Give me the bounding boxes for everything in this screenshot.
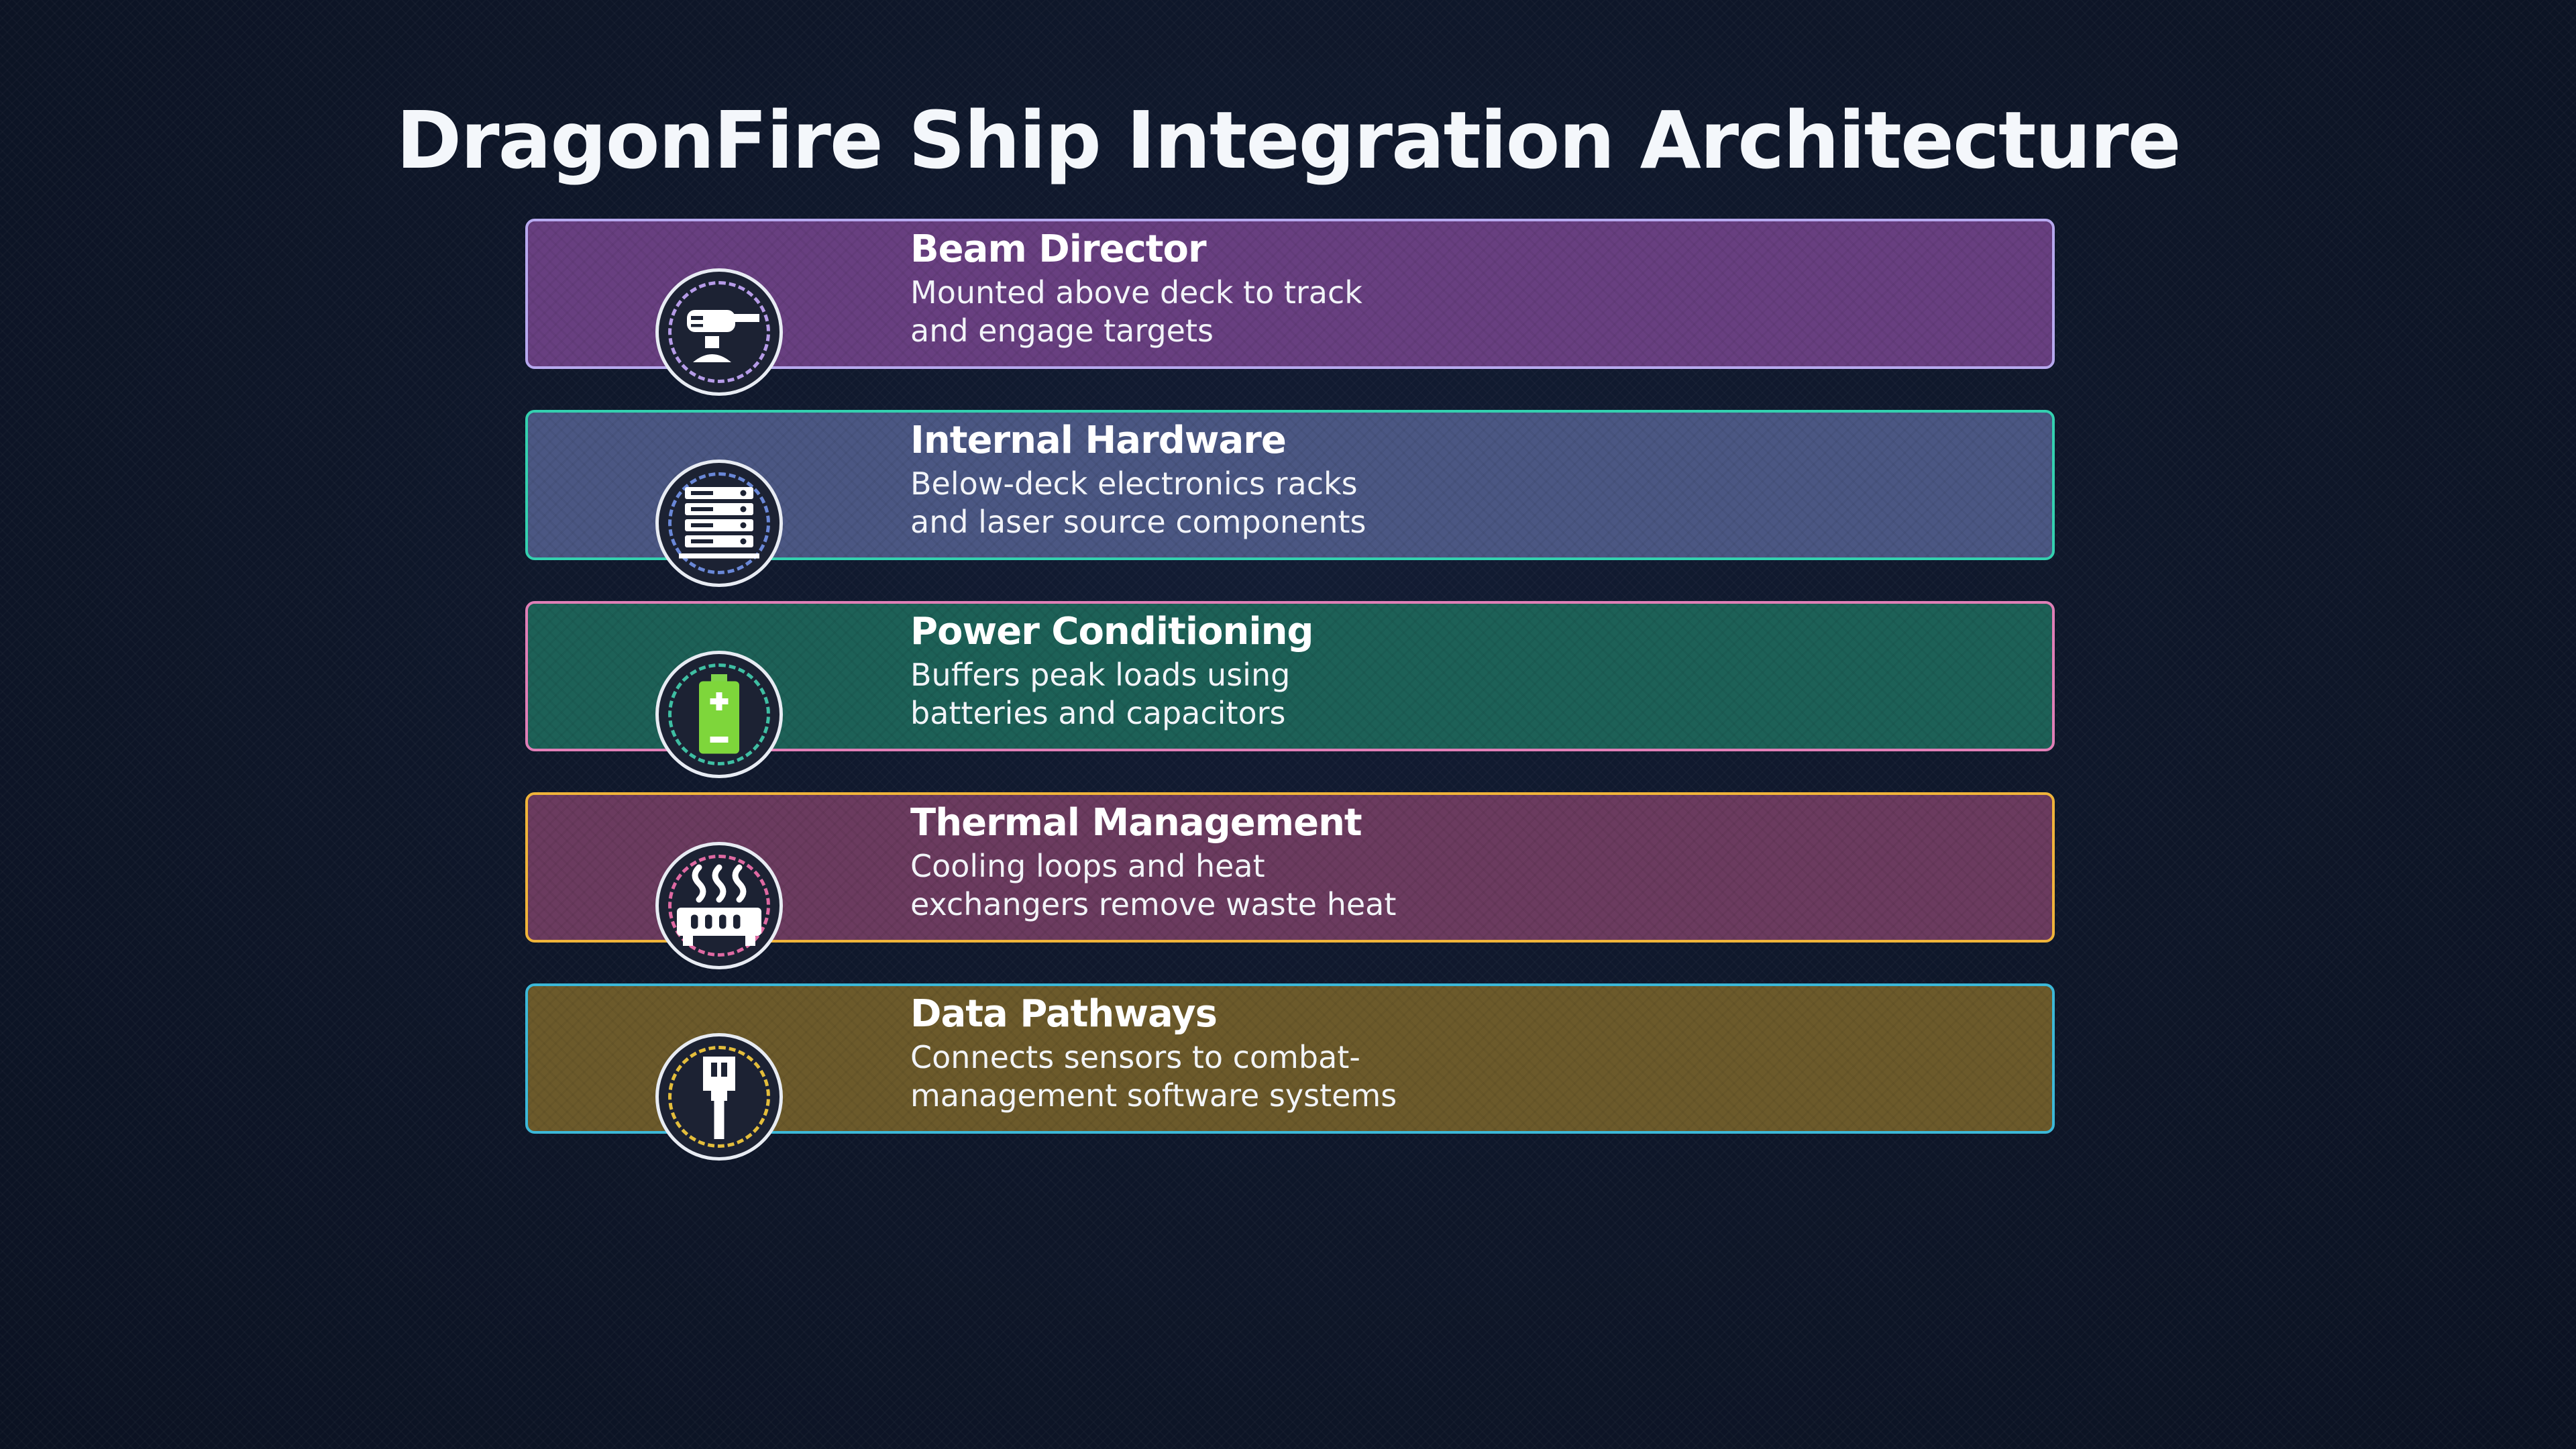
layer-beam-director: Beam Director Mounted above deck to trac…	[525, 219, 2055, 396]
turret-icon	[655, 268, 783, 396]
layer-title: Data Pathways	[910, 992, 1218, 1036]
layer-title: Thermal Management	[910, 801, 1362, 845]
layer-power-conditioning: Power Conditioning Buffers peak loads us…	[525, 601, 2055, 778]
layer-description: Connects sensors to combat-management so…	[910, 1039, 1397, 1114]
layer-thermal-management: Thermal Management Cooling loops and hea…	[525, 792, 2055, 969]
architecture-layers: Beam Director Mounted above deck to trac…	[525, 219, 2055, 1175]
heat-exchanger-icon	[655, 842, 783, 969]
layer-title: Beam Director	[910, 227, 1207, 271]
layer-data-pathways: Data Pathways Connects sensors to combat…	[525, 983, 2055, 1161]
server-rack-icon	[655, 460, 783, 587]
page-title: DragonFire Ship Integration Architecture	[396, 94, 2181, 186]
layer-title: Power Conditioning	[910, 610, 1314, 653]
network-connector-icon	[655, 1033, 783, 1161]
layer-title: Internal Hardware	[910, 419, 1287, 462]
battery-icon	[655, 651, 783, 778]
layer-internal-hardware: Internal Hardware Below-deck electronics…	[525, 410, 2055, 587]
